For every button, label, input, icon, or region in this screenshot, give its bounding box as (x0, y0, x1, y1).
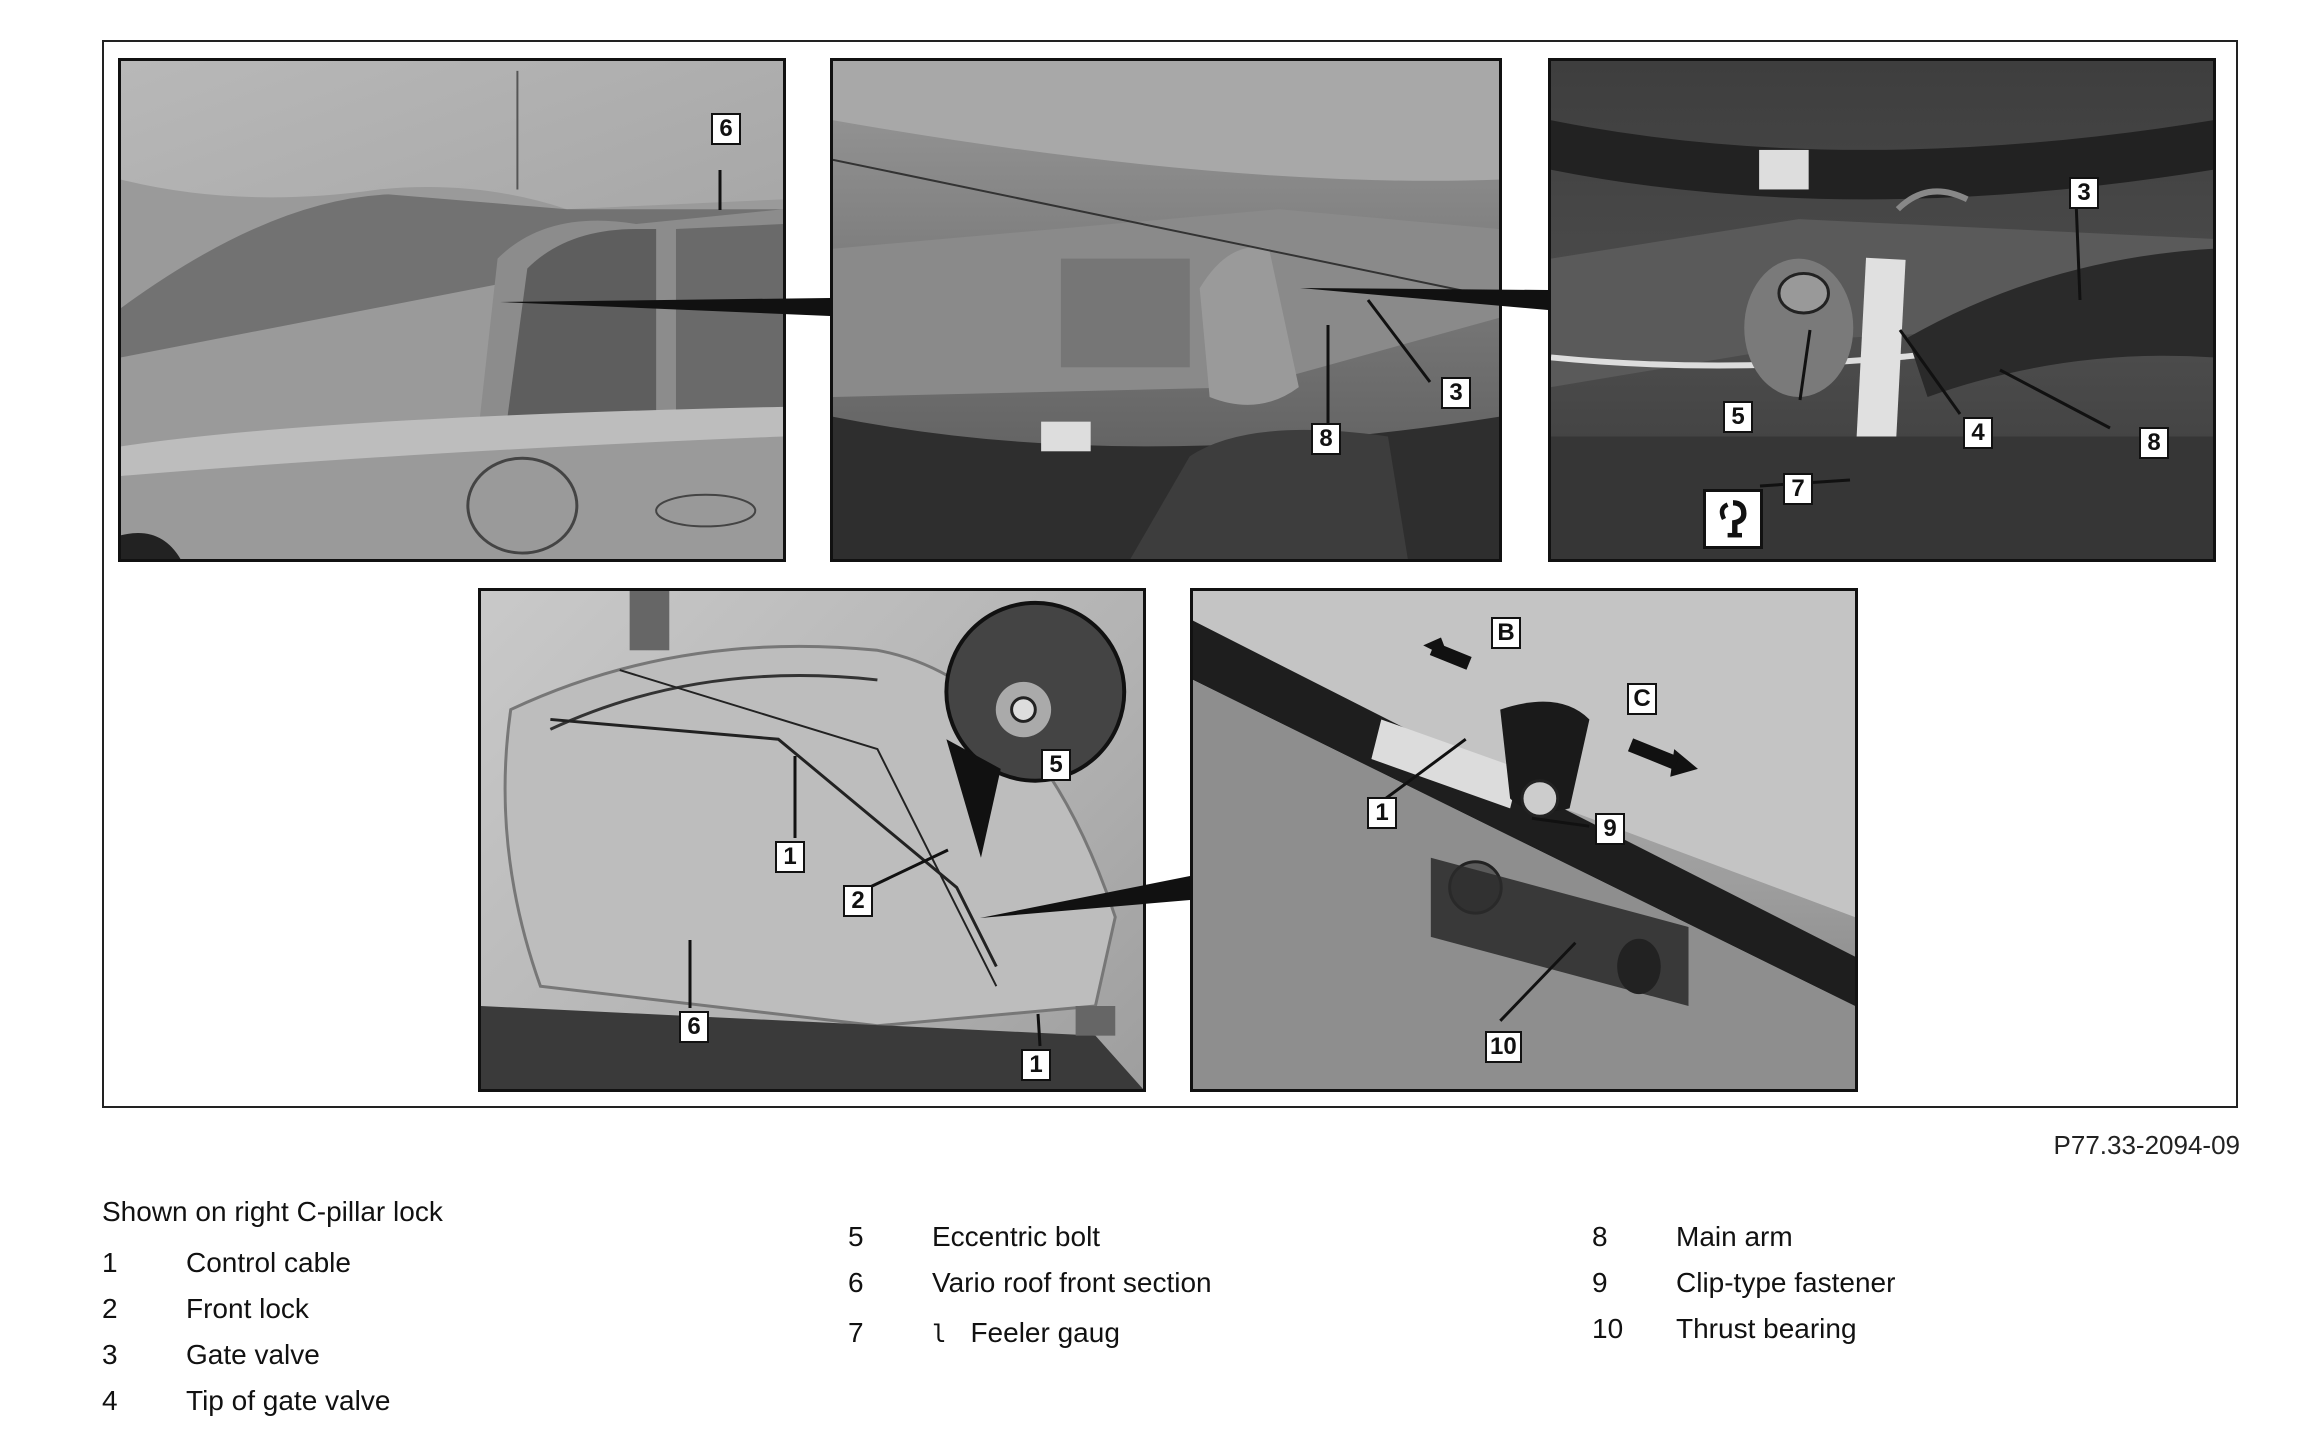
legend-item-text: Clip-type fastener (1676, 1267, 1896, 1298)
callout-4: 4 (1963, 417, 1993, 449)
special-tool-icon (1703, 489, 1763, 549)
callout-9: 9 (1595, 813, 1625, 845)
photo-car-c-pillar: 6 (118, 58, 786, 562)
photo-gate-valve: 3 8 (830, 58, 1502, 562)
legend-item-text: Tip of gate valve (186, 1385, 391, 1416)
eccentric-bolt-illustration (1551, 120, 2213, 559)
callout-7: 7 (1783, 473, 1813, 505)
callout-1: 1 (1367, 797, 1397, 829)
legend-item-number: 10 (1592, 1313, 1624, 1344)
arrow-c-label: C (1627, 683, 1657, 715)
legend-item-label: Feeler gaug (970, 1317, 1120, 1348)
photo-vario-roof-front: 5 1 2 6 1 (478, 588, 1146, 1092)
direction-arrows (1384, 637, 1698, 1022)
photo-eccentric-bolt: 3 5 4 8 7 (1548, 58, 2216, 562)
legend-item-number: 1 (102, 1247, 118, 1278)
callout-1: 1 (1021, 1049, 1051, 1081)
legend-item-number: 4 (102, 1385, 118, 1416)
arrow-b-label: B (1491, 617, 1521, 649)
legend-item-number: 2 (102, 1293, 118, 1324)
legend-item-text: Eccentric bolt (932, 1221, 1101, 1252)
arrow-b-icon (1423, 637, 1472, 670)
callout-5: 5 (1041, 749, 1071, 781)
callout-8: 8 (1311, 423, 1341, 455)
callout-2: 2 (843, 885, 873, 917)
callout-3: 3 (1441, 377, 1471, 409)
callout-8: 8 (2139, 427, 2169, 459)
legend-item-number: 7 (848, 1317, 864, 1348)
legend-item-text: Thrust bearing (1676, 1313, 1857, 1344)
legend-item-text: Vario roof front section (932, 1267, 1212, 1298)
gate-valve-illustration (833, 61, 1499, 559)
legend-column-3: 8 Main arm 9 Clip-type fastener 10 Thrus… (1592, 1220, 2192, 1360)
callout-10: 10 (1485, 1031, 1522, 1063)
legend-item-text: l Feeler gaug (932, 1316, 1120, 1351)
clip-fastener-illustration (1193, 591, 1855, 1089)
legend-item-number: 9 (1592, 1267, 1608, 1298)
callout-1: 1 (775, 841, 805, 873)
callout-6: 6 (711, 113, 741, 145)
legend-item-text: Gate valve (186, 1339, 320, 1370)
legend-column-2: 5 Eccentric bolt 6 Vario roof front sect… (848, 1220, 1448, 1360)
legend-item-number: 3 (102, 1339, 118, 1370)
callout-6: 6 (679, 1011, 709, 1043)
magnifier-inset (944, 600, 1127, 858)
figure-reference-code: P77.33-2094-09 (2053, 1130, 2240, 1160)
legend-column-1: 1 Control cable 2 Front lock 3 Gate valv… (102, 1246, 662, 1446)
arrow-c-icon (1627, 738, 1698, 777)
legend-heading: Shown on right C-pillar lock (102, 1196, 443, 1227)
car-illustration (121, 70, 783, 559)
legend-item-number: 5 (848, 1221, 864, 1252)
special-tool-glyph: l (932, 1320, 947, 1348)
legend-item-text: Front lock (186, 1293, 309, 1324)
photo-clip-fastener: B C 1 9 10 (1190, 588, 1858, 1092)
callout-3: 3 (2069, 177, 2099, 209)
legend-item-number: 6 (848, 1267, 864, 1298)
legend-item-text: Main arm (1676, 1221, 1793, 1252)
legend-item-text: Control cable (186, 1247, 351, 1278)
callout-5: 5 (1723, 401, 1753, 433)
legend-item-number: 8 (1592, 1221, 1608, 1252)
